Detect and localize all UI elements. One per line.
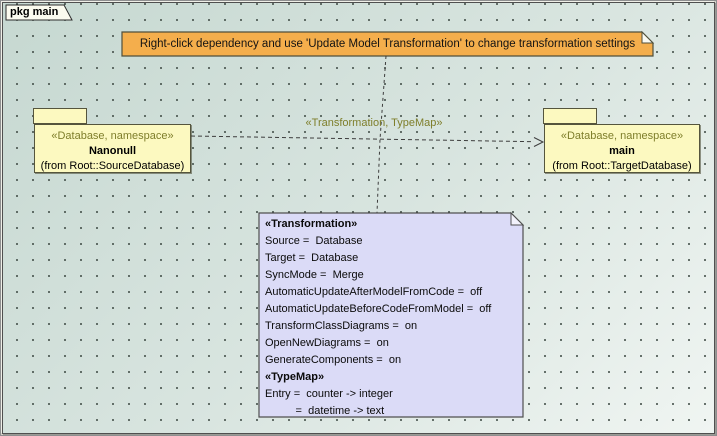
package-stereotype: «Database, namespace» — [51, 130, 174, 142]
dependency-line[interactable] — [190, 135, 545, 147]
settings-note-shape[interactable] — [258, 211, 525, 418]
note-line: TransformClassDiagrams = on — [265, 320, 418, 332]
package-name: main — [609, 145, 635, 157]
note-line: = datetime -> text — [265, 405, 385, 417]
note-line: Entry = counter -> integer — [265, 388, 393, 400]
note-line: «TypeMap» — [265, 371, 325, 383]
package-name: Nanonull — [88, 145, 137, 157]
note-line: Target = Database — [265, 252, 359, 264]
note-line: GenerateComponents = on — [265, 354, 402, 366]
diagram-shapes — [5, 4, 655, 418]
note-line: Source = Database — [265, 235, 363, 247]
note-line: SyncMode = Merge — [265, 269, 364, 281]
note-line: OpenNewDiagrams = on — [265, 337, 389, 349]
package-nanonull[interactable]: «Database, namespace» Nanonull (from Roo… — [34, 124, 191, 173]
dependency-label[interactable]: «Transformation, TypeMap» — [305, 117, 443, 129]
dogear-icon — [641, 30, 655, 44]
note-line: «Transformation» — [265, 218, 358, 230]
package-nanonull-tab[interactable] — [33, 108, 87, 124]
package-from: (from Root::TargetDatabase) — [552, 160, 692, 172]
package-from: (from Root::SourceDatabase) — [40, 160, 185, 172]
note-anchor-line[interactable] — [376, 55, 387, 214]
note-line: AutomaticUpdateBeforeCodeFromModel = off — [265, 303, 492, 315]
callout-note-shape[interactable] — [121, 30, 655, 57]
package-stereotype: «Database, namespace» — [560, 130, 684, 142]
settings-note-text: «Transformation» Source = Database Targe… — [265, 216, 491, 420]
callout-note-text: Right-click dependency and use 'Update M… — [139, 38, 636, 50]
diagram-tab-label[interactable]: pkg main — [10, 6, 59, 18]
dogear-icon — [510, 211, 525, 226]
dependency-arrowhead-icon — [533, 137, 545, 147]
note-line: AutomaticUpdateAfterModelFromCode = off — [265, 286, 483, 298]
frame-tab-shape[interactable] — [5, 4, 73, 21]
package-main-tab[interactable] — [543, 108, 597, 124]
package-main[interactable]: «Database, namespace» main (from Root::T… — [544, 124, 700, 173]
